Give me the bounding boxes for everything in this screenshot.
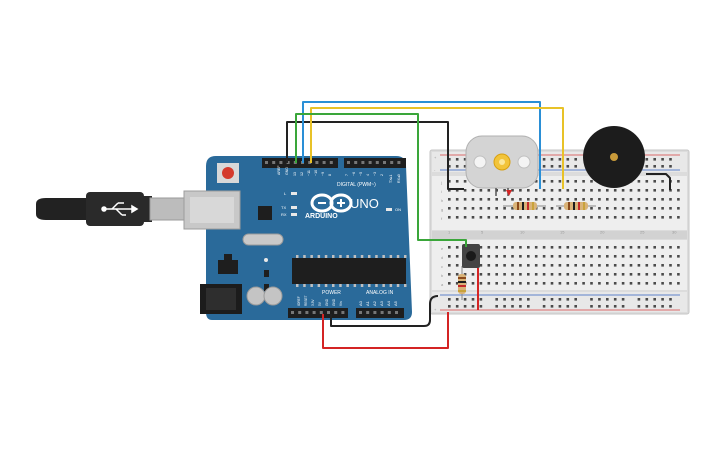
analog-header — [356, 308, 404, 318]
analog-pin-a1: A1 — [365, 300, 370, 306]
l-led — [291, 192, 297, 195]
pin-label-7: 7 — [345, 174, 349, 176]
power-pin-vin: Vin — [339, 301, 343, 306]
row-label-d: d — [441, 255, 443, 260]
wire-blue-pin13[interactable] — [302, 101, 541, 189]
power-pin-gnd2: GND — [332, 298, 336, 306]
piezo-buzzer[interactable] — [583, 126, 645, 188]
power-pin-5v: 5V — [318, 301, 322, 306]
pin-label-10: ~10 — [314, 170, 318, 176]
col-label-15: 15 — [560, 230, 565, 235]
rail-minus-bottom: - — [434, 295, 436, 300]
analog-pin-a4: A4 — [386, 300, 391, 306]
capacitor-1 — [246, 286, 266, 306]
rail-plus-bottom: + — [434, 307, 437, 312]
col-label-10: 10 — [520, 230, 525, 235]
power-pin-reset: RESET — [304, 295, 308, 306]
col-label-30: 30 — [672, 230, 677, 235]
reset-button-cap[interactable] — [222, 167, 234, 179]
wire-green-pin11[interactable] — [295, 113, 467, 247]
tx-label: TX — [281, 205, 286, 210]
rx-led — [291, 213, 297, 216]
row-label-c: c — [441, 264, 443, 269]
model-text: UNO — [350, 196, 379, 211]
pin-label-4: 4 — [366, 174, 370, 176]
row-label-f: f — [441, 216, 443, 221]
pin-label-9: ~9 — [321, 172, 325, 176]
l-label: L — [284, 191, 287, 196]
power-header — [288, 308, 348, 318]
pin-label-3: ~3 — [373, 172, 377, 176]
usb-cable[interactable] — [36, 192, 185, 226]
voltage-regulator — [218, 260, 238, 274]
power-pin-3v3: 3.3V — [311, 299, 315, 306]
power-pin-gnd1: GND — [325, 298, 329, 306]
row-label-i: i — [441, 189, 442, 194]
wire-black-buzzer[interactable] — [646, 173, 671, 190]
analog-pin-a0: A0 — [358, 300, 363, 306]
aref-label: AREF — [277, 165, 281, 175]
resistor-1[interactable] — [503, 202, 546, 210]
wire-black-gnd-bottom[interactable] — [330, 295, 439, 327]
atmega-chip — [292, 258, 406, 284]
wire-black-gnd[interactable] — [286, 121, 464, 190]
col-label-1: 1 — [448, 230, 451, 235]
digital-header-left — [262, 158, 338, 168]
row-label-h: h — [441, 198, 443, 203]
col-label-20: 20 — [600, 230, 605, 235]
row-label-a: a — [441, 282, 444, 287]
pin-label-8: 8 — [328, 174, 332, 176]
brand-text: ARDUINO — [305, 213, 338, 220]
analog-pin-a5: A5 — [393, 300, 398, 306]
col-label-5: 5 — [481, 230, 484, 235]
pin-label-1: TX▸1 — [389, 175, 393, 183]
digital-pwm-label: DIGITAL (PWM~) — [337, 182, 376, 188]
resistor-2[interactable] — [556, 202, 596, 210]
wire-red-5v[interactable] — [322, 312, 449, 349]
col-label-25: 25 — [640, 230, 645, 235]
power-label: POWER — [322, 290, 341, 296]
rail-minus-top: - — [434, 167, 436, 172]
pin-label-5: ~5 — [359, 172, 363, 176]
dc-motor[interactable] — [465, 135, 539, 196]
gnd-label: GND — [285, 167, 289, 175]
crystal — [242, 233, 284, 246]
usb-chip — [258, 206, 272, 220]
pin-label-13: 13 — [293, 172, 297, 176]
row-label-e: e — [441, 246, 444, 251]
push-button[interactable] — [462, 244, 480, 268]
resistor-3[interactable] — [458, 266, 466, 300]
rx-label: RX — [281, 212, 287, 217]
rail-plus-top: + — [434, 155, 437, 160]
tx-led — [291, 206, 297, 209]
row-label-j: j — [440, 180, 442, 185]
row-label-g: g — [441, 207, 443, 212]
pin-label-12: 12 — [300, 172, 304, 176]
analog-in-label: ANALOG IN — [366, 290, 394, 296]
power-pin-ioref: IOREF — [297, 296, 301, 306]
arduino-uno-board[interactable]: AREF GND 13 12 ~11 ~10 ~9 8 7 ~6 ~5 4 ~3… — [183, 156, 412, 320]
usb-symbol-icon — [101, 202, 139, 216]
analog-pin-a3: A3 — [379, 300, 384, 306]
row-label-b: b — [441, 273, 444, 278]
pin-label-6: ~6 — [352, 172, 356, 176]
on-label: ON — [395, 207, 401, 212]
pin-label-2: 2 — [380, 174, 384, 176]
on-led — [386, 208, 392, 211]
digital-header-right — [344, 158, 406, 168]
analog-pin-a2: A2 — [372, 300, 377, 306]
arduino-infinity-icon — [310, 193, 353, 213]
pin-label-0: RX◂0 — [397, 174, 401, 183]
wire-yellow-pin12[interactable] — [310, 107, 564, 189]
pin-label-11: ~11 — [307, 170, 311, 176]
capacitor-2 — [263, 286, 283, 306]
